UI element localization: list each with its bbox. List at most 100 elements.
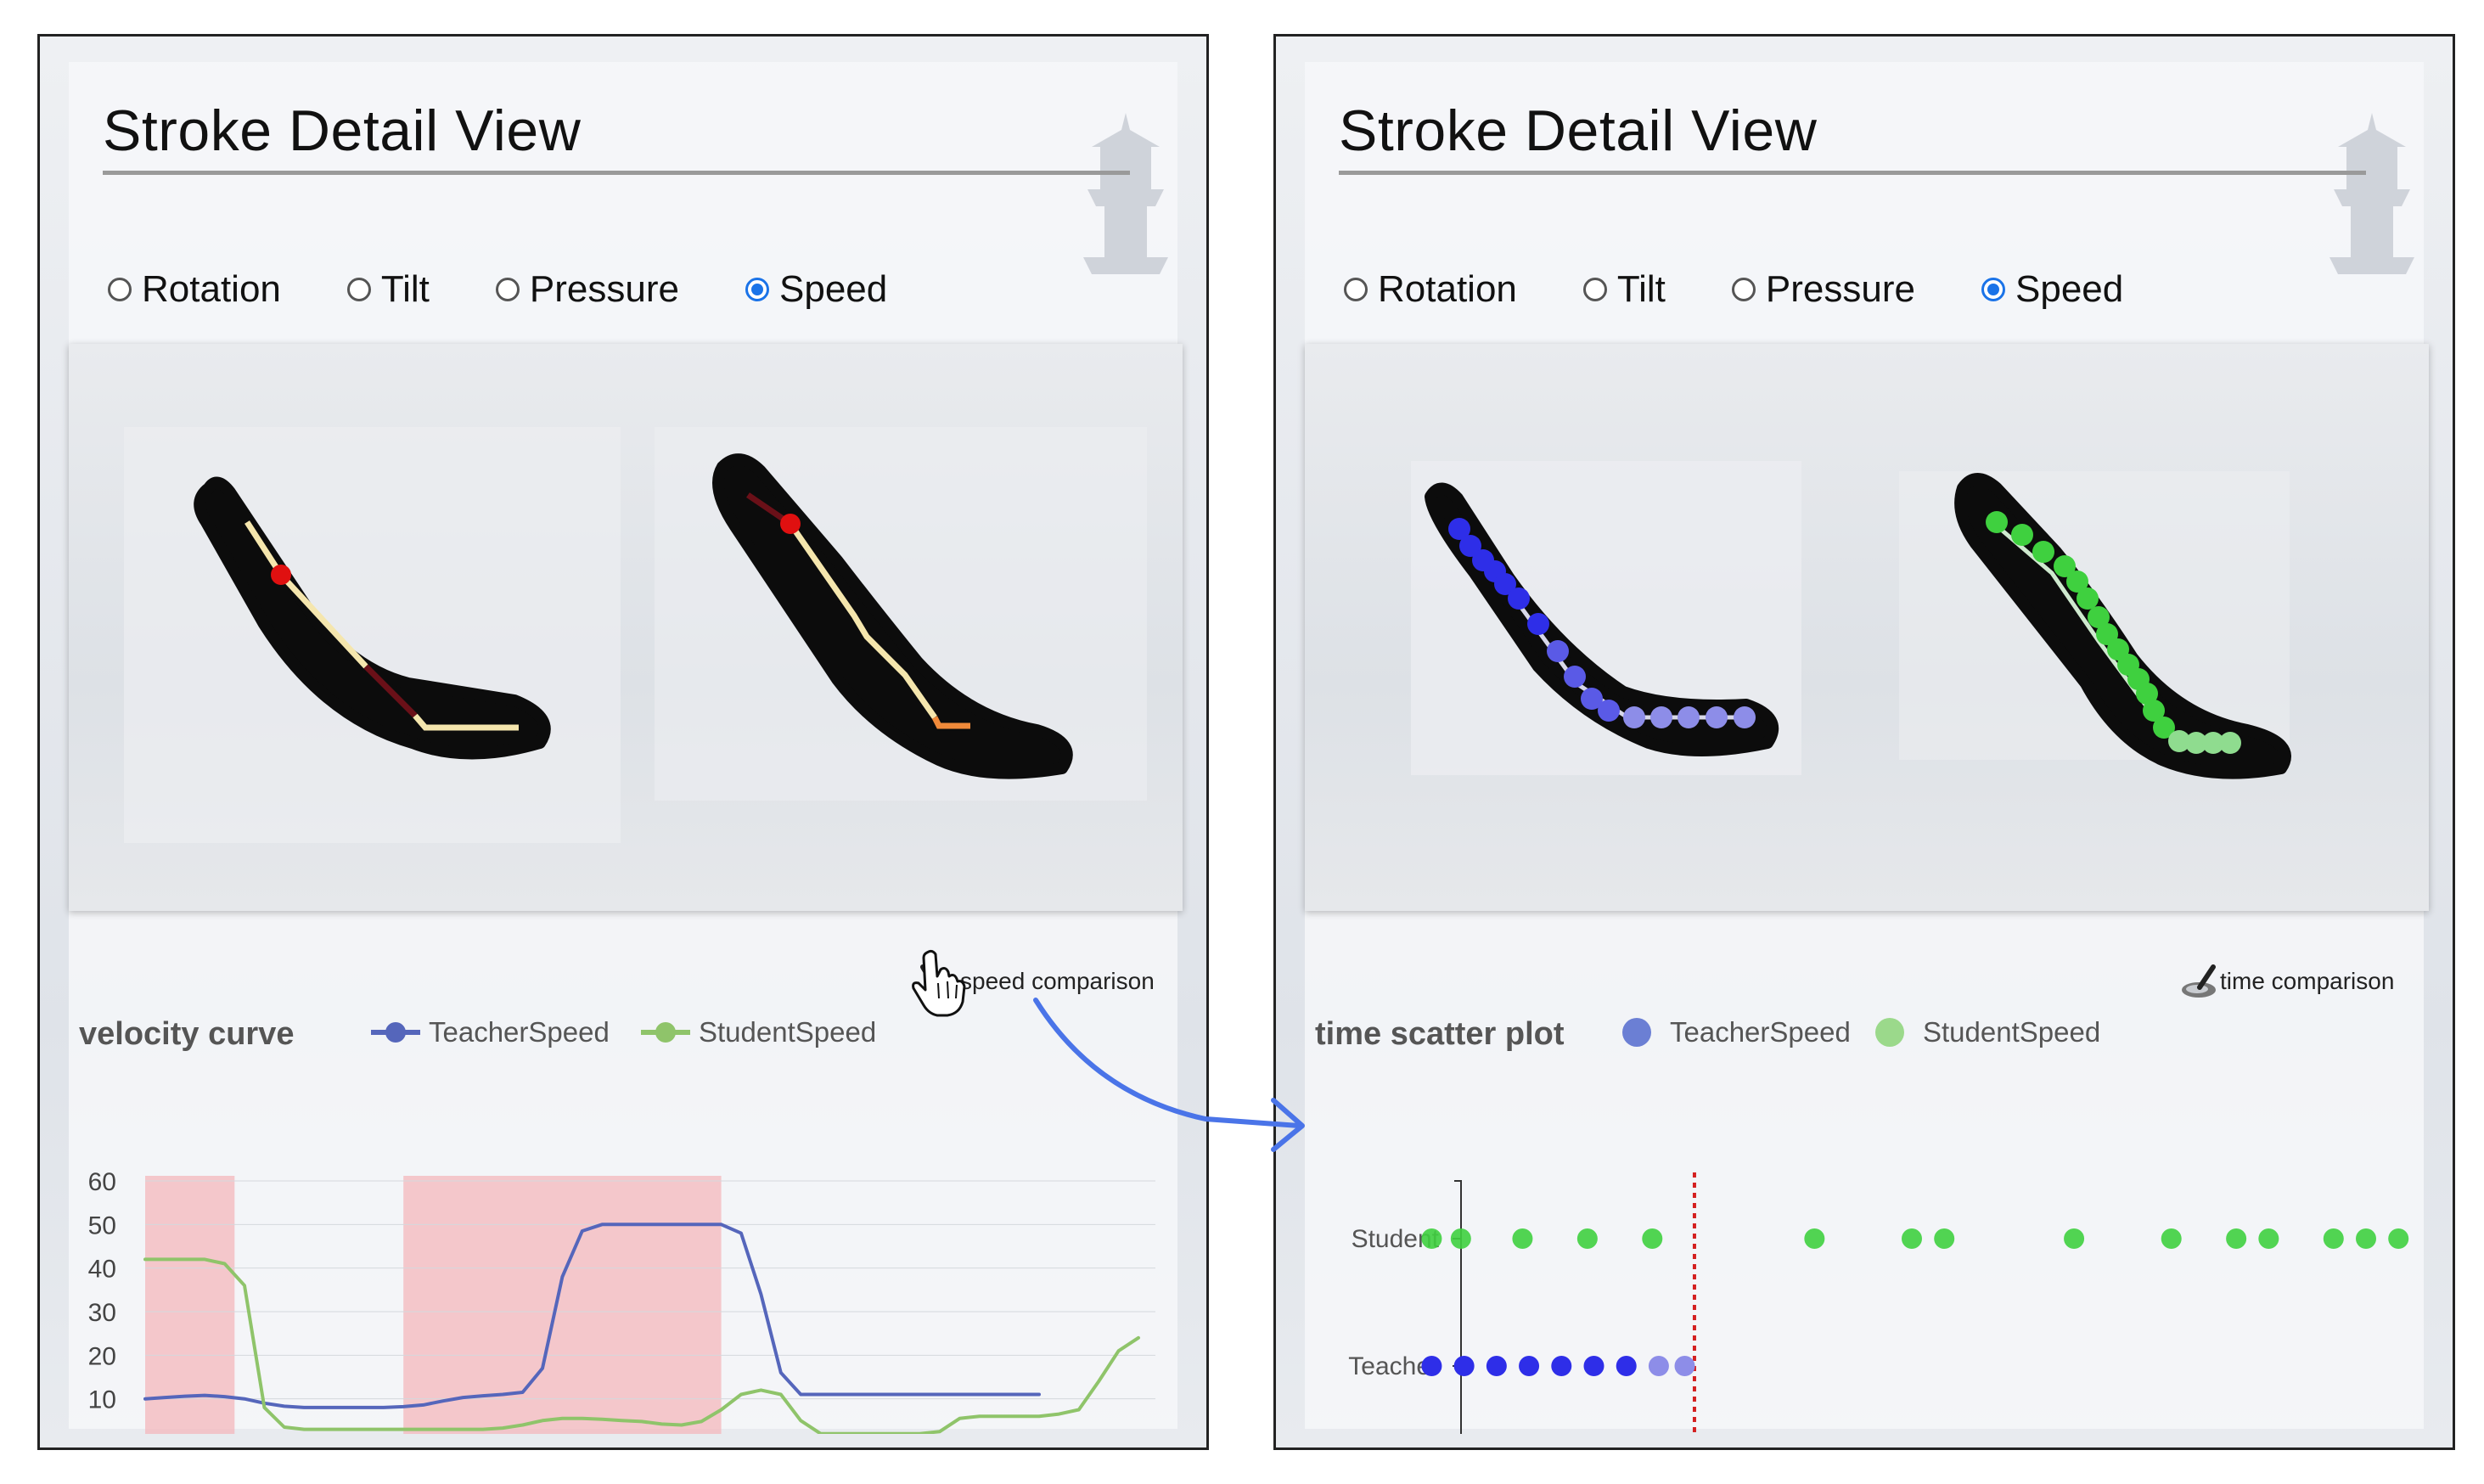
legend-label: StudentSpeed: [1923, 1016, 2101, 1048]
radio-button-icon[interactable]: [346, 278, 371, 301]
radio-button-icon[interactable]: [495, 278, 520, 301]
radio-pressure[interactable]: Pressure: [1731, 268, 1915, 311]
dot-legend-icon: [1875, 1018, 1904, 1047]
student-scatter-point: [2388, 1228, 2409, 1249]
teacher-sample-dot: [1650, 706, 1672, 728]
y-tick-label: 40: [88, 1256, 116, 1284]
radio-label: Pressure: [529, 268, 679, 310]
teacher-scatter-point: [1583, 1356, 1604, 1376]
pagoda-decoration-icon: [2329, 113, 2414, 274]
teacher-sample-dot: [1508, 587, 1530, 610]
radio-button-icon[interactable]: [108, 278, 132, 301]
series-line-StudentSpeed: [143, 1257, 1140, 1434]
stroke-view-area: [1305, 344, 2429, 911]
teacher-sample-dot: [1678, 706, 1700, 728]
title-divider: [103, 171, 1130, 175]
radio-button-icon[interactable]: [1731, 278, 1756, 301]
teacher-sample-dots: [1448, 518, 1756, 728]
student-sample-dot: [2219, 732, 2241, 754]
radio-rotation[interactable]: Rotation: [1344, 268, 1517, 311]
teacher-scatter-point: [1453, 1356, 1475, 1376]
student-scatter-point: [1642, 1228, 1663, 1249]
stroke-view-area: [69, 344, 1183, 911]
radio-rotation[interactable]: Rotation: [108, 268, 281, 311]
toggle-switch-icon[interactable]: [2179, 962, 2218, 1001]
student-scatter-point: [1421, 1228, 1442, 1249]
student-scatter-point: [1450, 1228, 1471, 1249]
stroke-comparison-canvas: [124, 427, 1147, 843]
student-sample-dot: [2153, 717, 2175, 739]
teacher-sample-dot: [1527, 613, 1549, 635]
student-sample-dot: [2143, 700, 2165, 722]
radio-pressure[interactable]: Pressure: [495, 268, 679, 311]
transition-arrow-icon: [1033, 998, 1305, 1152]
student-brush-stroke: [712, 453, 1073, 779]
student-scatter-point: [2258, 1228, 2279, 1249]
radio-button-selected-icon[interactable]: [1981, 278, 2005, 301]
teacher-speed-path: [413, 713, 519, 731]
student-scatter-point: [1576, 1228, 1598, 1249]
student-sample-dot: [2088, 606, 2110, 628]
legend-label: StudentSpeed: [699, 1016, 877, 1048]
y-tick-label: 60: [88, 1168, 116, 1196]
line-legend-icon: [641, 1022, 690, 1043]
legend-teacher[interactable]: TeacherSpeed: [1622, 1016, 1851, 1048]
y-tick-label: 20: [88, 1342, 116, 1370]
radio-speed[interactable]: Speed: [745, 268, 887, 311]
radio-label: Tilt: [380, 268, 430, 310]
radio-speed[interactable]: Speed: [1981, 268, 2123, 311]
teacher-speed-path: [363, 664, 418, 718]
teacher-sample-dot: [1623, 706, 1645, 728]
stroke-comparison-canvas: [1411, 461, 2291, 779]
legend-label: TeacherSpeed: [429, 1016, 610, 1048]
teacher-stroke-card: [124, 427, 621, 843]
title-divider: [1339, 171, 2366, 175]
radio-tilt[interactable]: Tilt: [346, 268, 430, 311]
student-scatter-point: [2226, 1228, 2247, 1249]
student-sample-dot: [2168, 730, 2190, 752]
radio-button-selected-icon[interactable]: [745, 278, 769, 301]
legend-student[interactable]: StudentSpeed: [1875, 1016, 2100, 1048]
series-line-TeacherSpeed: [143, 1223, 1041, 1409]
student-sample-dot: [2096, 623, 2118, 645]
student-sample-dot: [2066, 571, 2088, 593]
radio-button-icon[interactable]: [1582, 278, 1607, 301]
stroke-detail-panel-left: Stroke Detail View Rotation Tilt Pressur…: [37, 34, 1209, 1450]
teacher-sample-dot: [1448, 518, 1470, 540]
teacher-scatter-point: [1421, 1356, 1442, 1376]
dot-legend-icon: [1622, 1018, 1651, 1047]
radio-button-icon[interactable]: [1344, 278, 1368, 301]
radio-label: Pressure: [1765, 268, 1915, 310]
velocity-chart-area: velocity curve TeacherSpeed StudentSpeed…: [69, 914, 1183, 1434]
legend-student[interactable]: StudentSpeed: [641, 1016, 876, 1048]
switch-label: speed comparison: [960, 968, 1155, 994]
student-speed-path: [788, 522, 937, 720]
highlight-region: [145, 1176, 235, 1434]
teacher-sample-dot: [1734, 706, 1756, 728]
legend-label: TeacherSpeed: [1670, 1016, 1851, 1048]
student-sample-dot: [2185, 732, 2207, 754]
student-scatter-point: [1934, 1228, 1955, 1249]
pagoda-decoration-icon: [1083, 113, 1168, 274]
teacher-scatter-point: [1519, 1356, 1540, 1376]
student-sample-dot: [2054, 555, 2076, 577]
radio-label: Rotation: [1378, 268, 1517, 310]
y-tick-label: 50: [88, 1211, 116, 1239]
teacher-sample-dot: [1494, 573, 1516, 595]
teacher-scatter-point: [1648, 1356, 1669, 1376]
velocity-line-chart: 0102030405060: [88, 1168, 1155, 1434]
time-comparison-switch[interactable]: time comparison: [2179, 962, 2394, 1001]
student-sample-dot: [2202, 732, 2224, 754]
student-sample-dot: [2011, 524, 2033, 546]
legend-teacher[interactable]: TeacherSpeed: [371, 1016, 610, 1048]
radio-tilt[interactable]: Tilt: [1582, 268, 1666, 311]
teacher-sample-dot: [1459, 535, 1481, 557]
student-scatter-point: [2161, 1228, 2182, 1249]
student-scatter-point: [1512, 1228, 1533, 1249]
teacher-scatter-point: [1674, 1356, 1695, 1376]
page-title: Stroke Detail View: [1339, 98, 1818, 163]
radio-label: Speed: [779, 268, 888, 310]
student-scatter-point: [2323, 1228, 2344, 1249]
student-sample-dot: [1986, 511, 2008, 533]
